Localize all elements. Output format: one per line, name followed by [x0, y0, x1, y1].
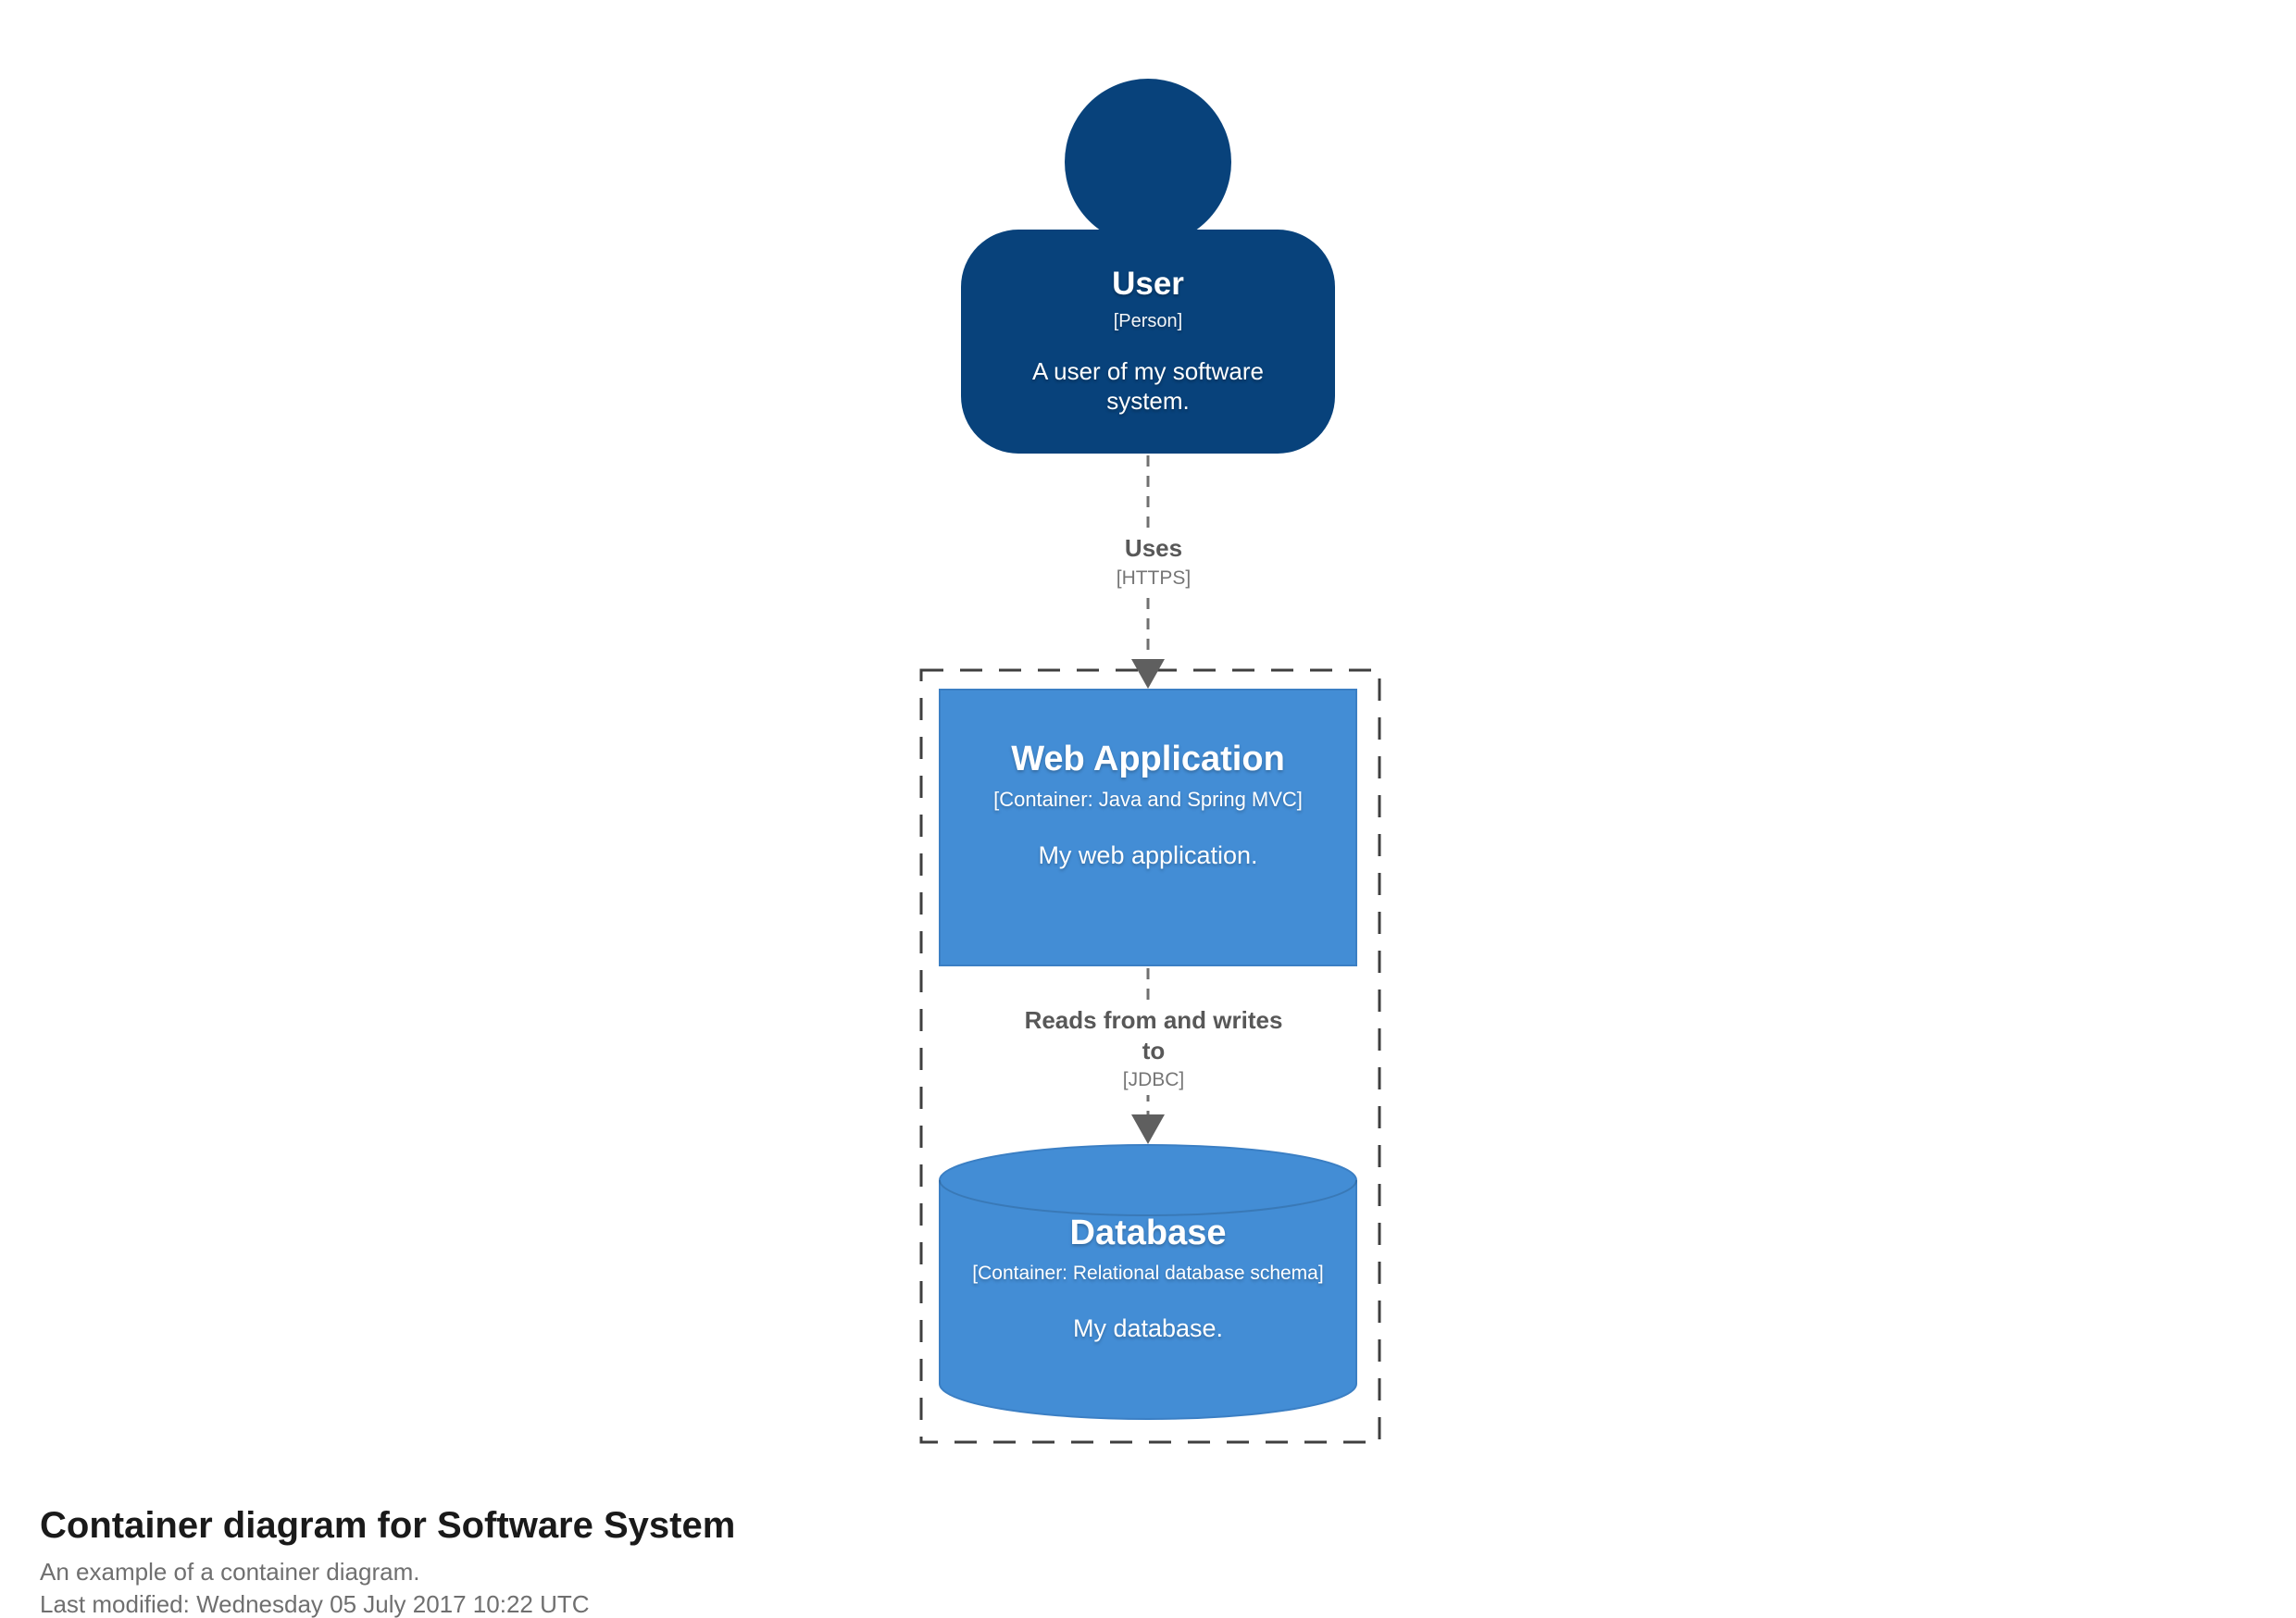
- person-description: A user of my software system.: [1032, 356, 1264, 416]
- web-application-type: [Container: Java and Spring MVC]: [993, 788, 1303, 812]
- container-node-database[interactable]: Database [Container: Relational database…: [939, 1144, 1357, 1420]
- diagram-last-modified: Last modified: Wednesday 05 July 2017 10…: [40, 1589, 590, 1618]
- web-application-description: My web application.: [1038, 841, 1258, 870]
- diagram-title: Container diagram for Software System: [40, 1505, 736, 1546]
- database-cylinder-icon: [939, 1144, 1357, 1420]
- relationship-reads-text: Reads from and writes to: [1024, 1006, 1283, 1064]
- database-type: [Container: Relational database schema]: [972, 1262, 1324, 1284]
- database-description: My database.: [1072, 1313, 1224, 1342]
- person-type: [Person]: [1113, 310, 1183, 331]
- person-node-user[interactable]: User [Person] A user of my software syst…: [961, 230, 1335, 454]
- relationship-reads-technology: [JDBC]: [1122, 1069, 1185, 1090]
- software-system-boundary: [919, 668, 1381, 1444]
- diagram-subtitle: An example of a container diagram.: [40, 1558, 420, 1586]
- database-name: Database: [1069, 1214, 1227, 1252]
- web-application-name: Web Application: [1011, 739, 1285, 778]
- person-head-icon: [1065, 79, 1231, 245]
- person-name: User: [1112, 266, 1184, 303]
- relationship-label-reads-writes: Reads from and writes to [JDBC]: [1014, 1002, 1293, 1095]
- relationship-uses-text: Uses: [1124, 534, 1183, 562]
- container-node-web-application[interactable]: Web Application [Container: Java and Spr…: [939, 689, 1357, 966]
- relationship-uses-technology: [HTTPS]: [1116, 566, 1192, 589]
- relationship-label-uses: Uses [HTTPS]: [1046, 529, 1261, 593]
- diagram-metadata: Container diagram for Software System An…: [40, 1505, 735, 1618]
